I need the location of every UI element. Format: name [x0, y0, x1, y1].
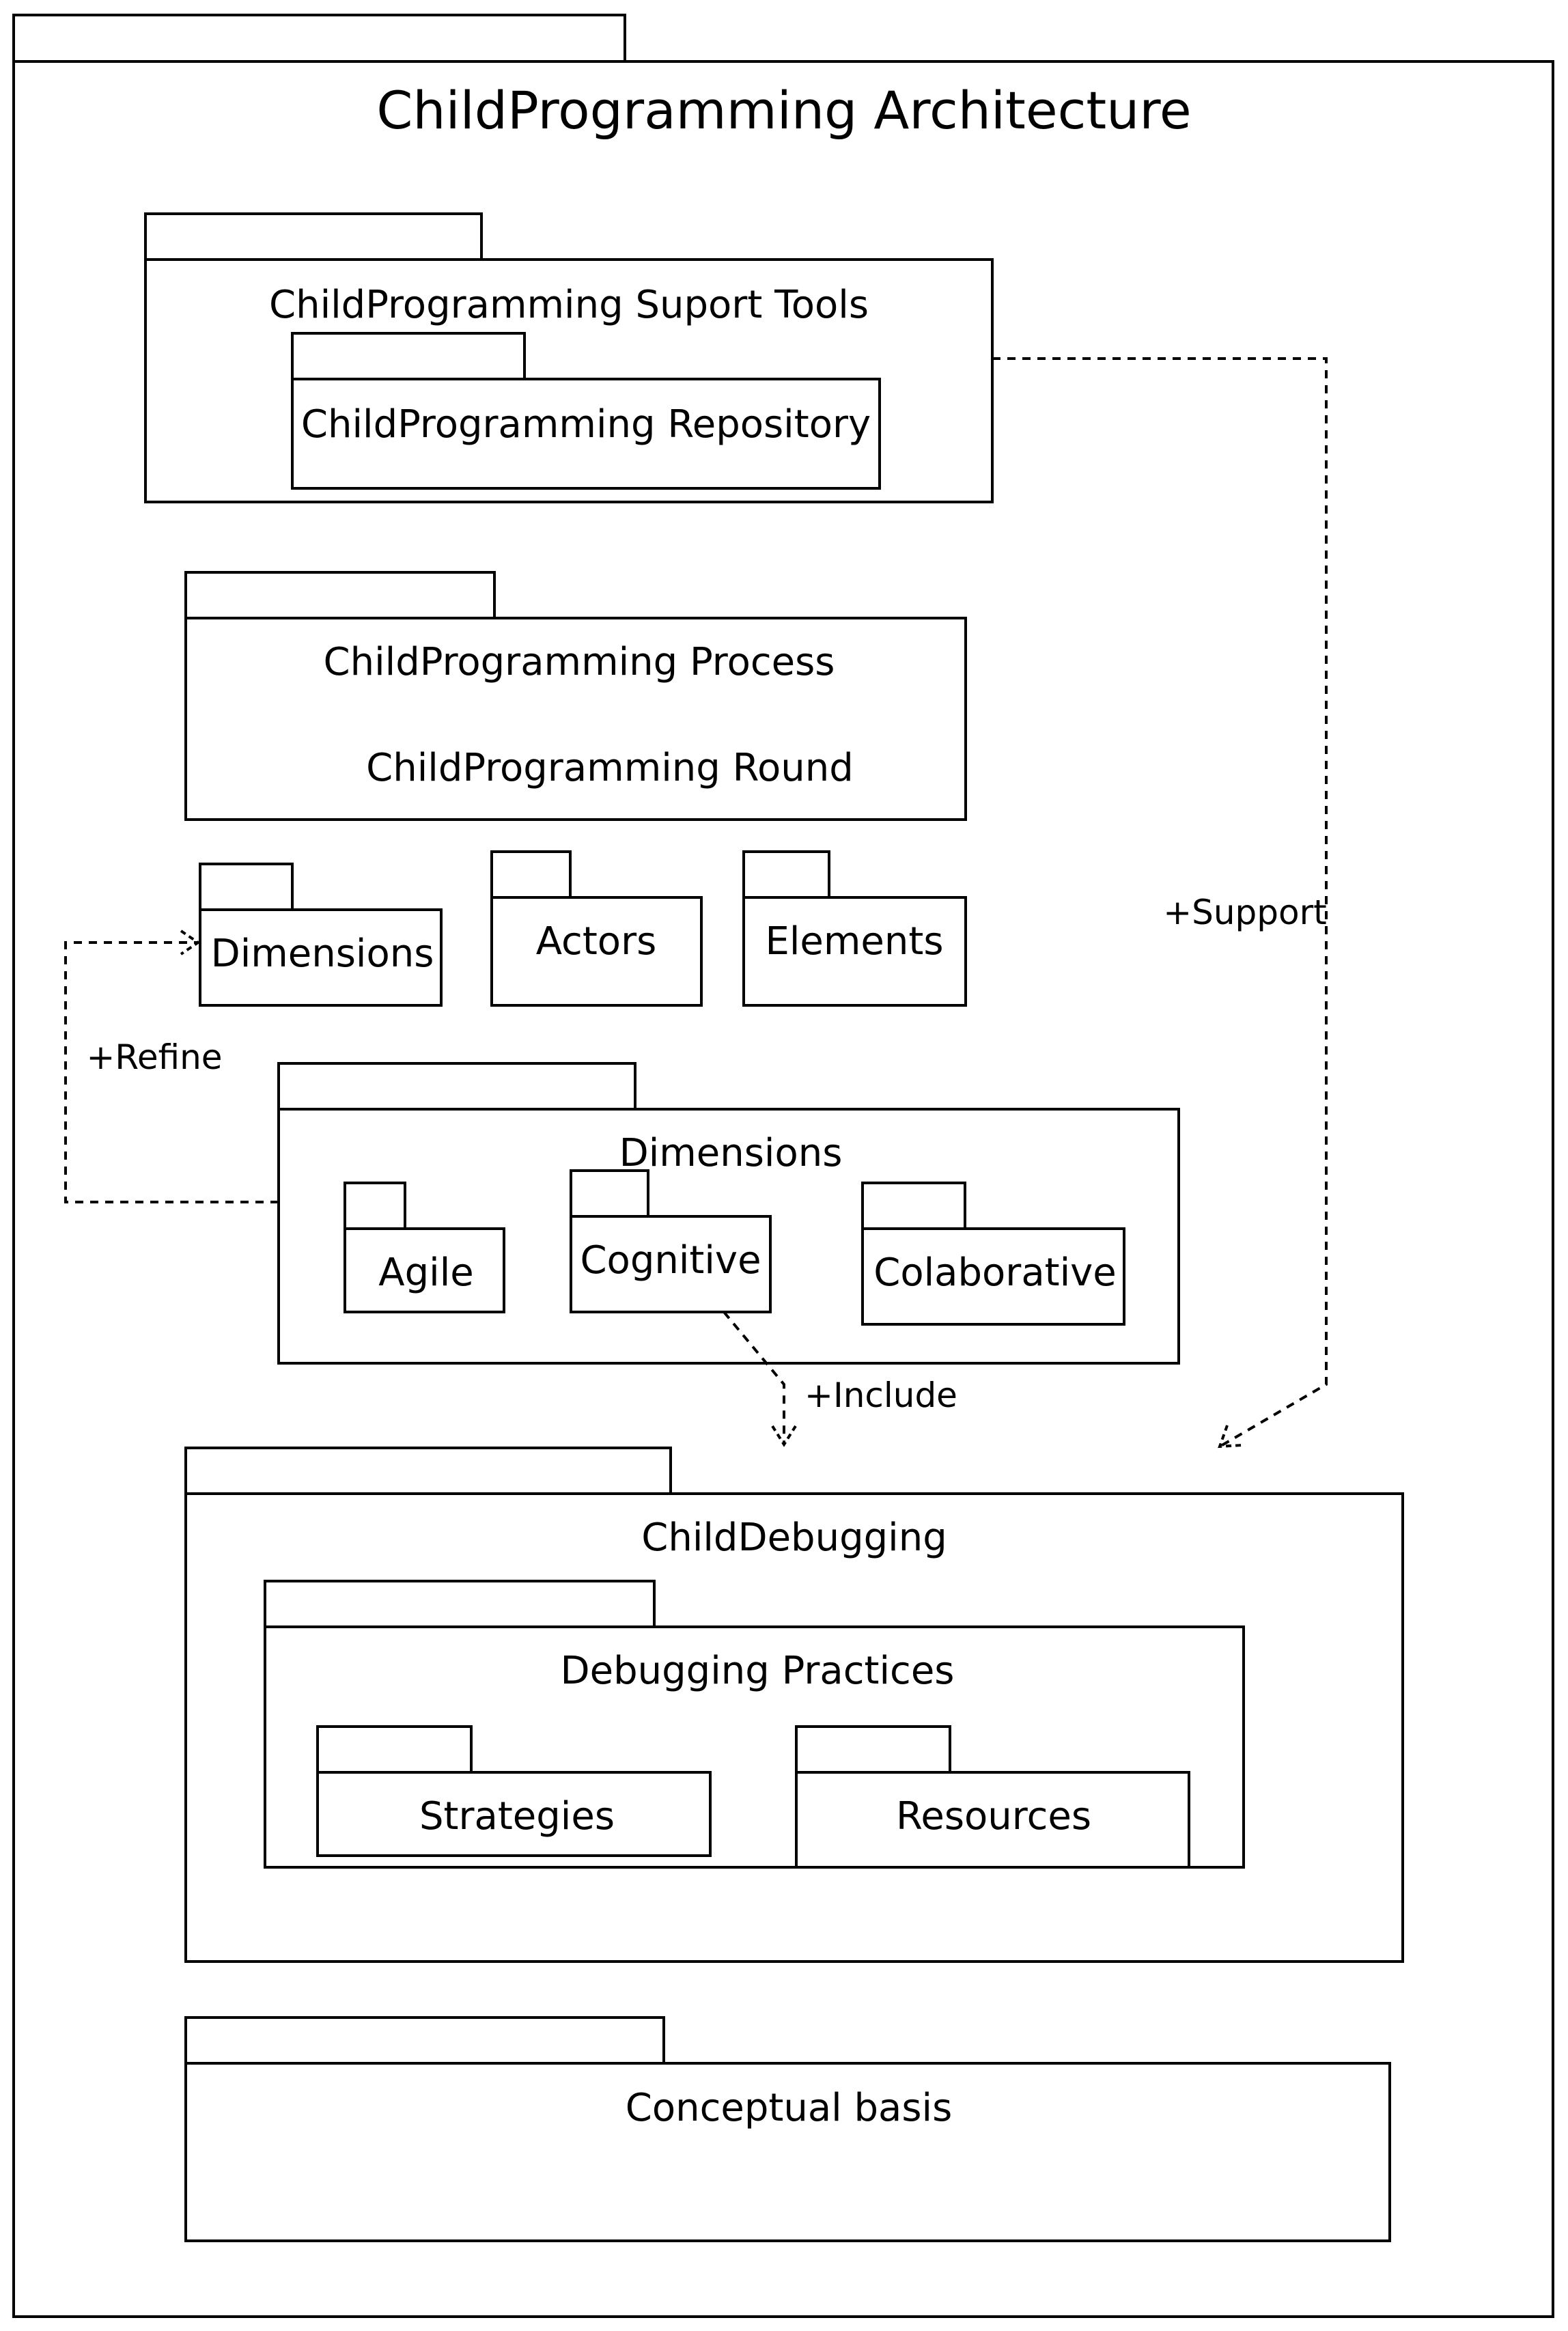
process-label: ChildProgramming Process [324, 640, 835, 684]
package-process[interactable]: ChildProgramming Process ChildProgrammin… [184, 571, 967, 821]
include-dependency: +Include [723, 1311, 957, 1447]
include-label: +Include [804, 1376, 957, 1415]
package-dimensions-small[interactable]: Dimensions [199, 863, 443, 1007]
support-dependency: +Support [992, 357, 1328, 1449]
resources-label: Resources [896, 1794, 1091, 1839]
package-elements[interactable]: Elements [742, 850, 967, 1007]
conceptual-basis-label: Conceptual basis [626, 2086, 953, 2130]
actors-label: Actors [536, 919, 657, 964]
package-repository[interactable]: ChildProgramming Repository [291, 332, 881, 490]
child-debugging-label: ChildDebugging [641, 1516, 947, 1560]
cognitive-label: Cognitive [580, 1238, 761, 1283]
elements-label: Elements [765, 919, 943, 964]
diagram-title: ChildProgramming Architecture [376, 80, 1191, 141]
dimensions-small-label: Dimensions [211, 932, 434, 976]
debugging-practices-label: Debugging Practices [561, 1649, 955, 1693]
support-tools-label: ChildProgramming Suport Tools [269, 283, 869, 327]
repository-label: ChildProgramming Repository [301, 402, 871, 447]
dimensions-label: Dimensions [619, 1131, 843, 1175]
refine-dependency: +Refine [64, 930, 279, 1203]
package-strategies[interactable]: Strategies [316, 1725, 712, 1857]
package-actors[interactable]: Actors [490, 850, 703, 1007]
support-label: +Support [1163, 893, 1327, 932]
round-label: ChildProgramming Round [366, 746, 854, 790]
package-colaborative[interactable]: Colaborative [861, 1182, 1125, 1326]
agile-label: Agile [378, 1251, 473, 1295]
package-resources[interactable]: Resources [795, 1725, 1190, 1869]
refine-label: +Refine [86, 1037, 222, 1077]
package-conceptual-basis[interactable]: Conceptual basis [184, 2016, 1391, 2242]
package-agile[interactable]: Agile [344, 1182, 505, 1313]
package-cognitive[interactable]: Cognitive [570, 1169, 772, 1313]
colaborative-label: Colaborative [873, 1251, 1117, 1295]
strategies-label: Strategies [419, 1794, 615, 1839]
